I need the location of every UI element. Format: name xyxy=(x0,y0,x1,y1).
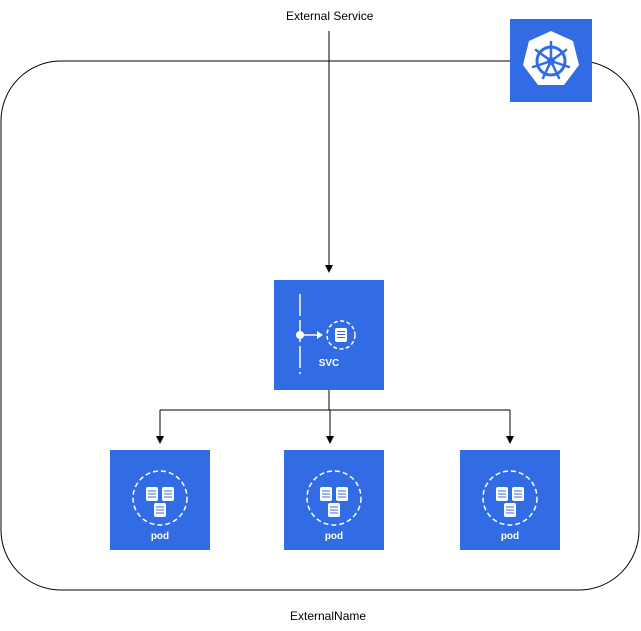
pod-label: pod xyxy=(150,531,170,542)
pod-icon xyxy=(482,470,538,526)
kubernetes-logo xyxy=(510,19,592,102)
svc-label: SVC xyxy=(318,358,340,369)
external-service-label: External Service xyxy=(286,9,374,23)
pod-label: pod xyxy=(500,531,520,542)
pod-icon xyxy=(132,470,188,526)
cluster-boundary xyxy=(0,60,640,591)
kubernetes-helm-icon xyxy=(523,31,579,85)
svc-node: SVC xyxy=(274,280,384,390)
service-icon xyxy=(296,294,356,374)
pod-node-2: pod xyxy=(284,450,384,550)
pod-node-1: pod xyxy=(110,450,210,550)
pod-icon xyxy=(306,470,362,526)
pod-label: pod xyxy=(324,531,344,542)
external-name-label: ExternalName xyxy=(290,609,367,623)
pod-node-3: pod xyxy=(460,450,560,550)
